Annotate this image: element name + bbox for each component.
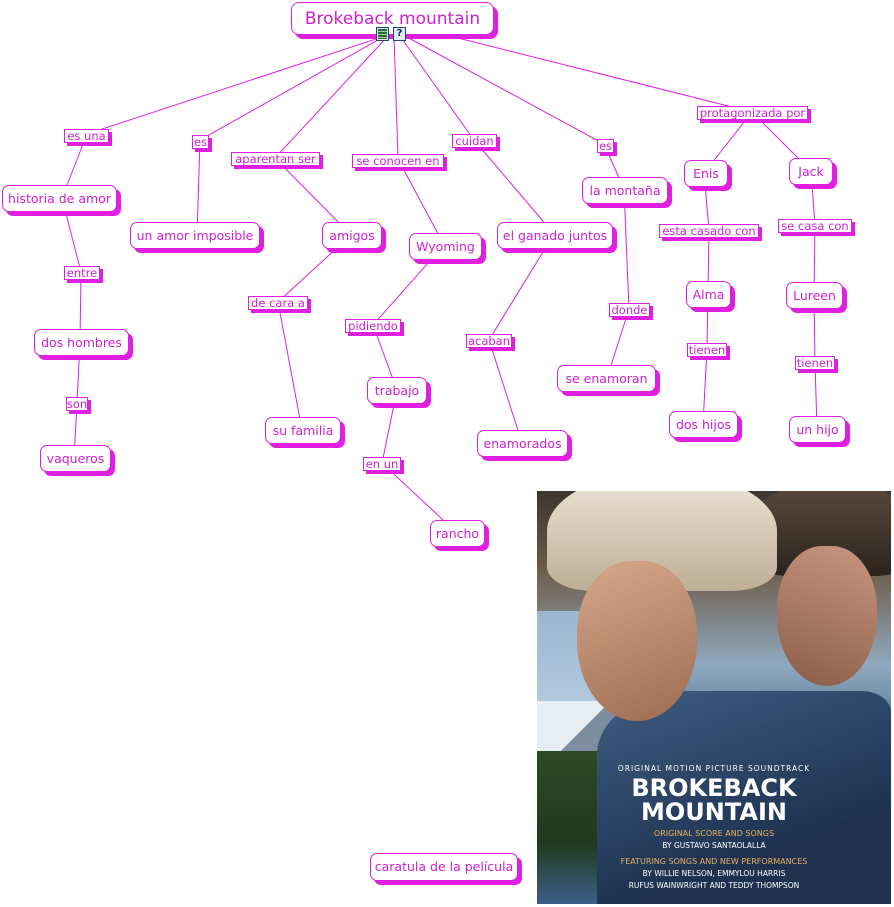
node-caratula[interactable]: caratula de la película <box>370 853 518 881</box>
node-enis[interactable]: Enis <box>684 160 728 187</box>
link-esta-casado-con[interactable]: esta casado con <box>659 224 759 238</box>
link-tienen-2[interactable]: tienen <box>795 356 835 370</box>
link-es-2[interactable]: es <box>597 139 614 153</box>
node-jack[interactable]: Jack <box>789 158 833 185</box>
node-vaqueros[interactable]: vaqueros <box>40 445 111 472</box>
film-icon[interactable] <box>376 27 389 41</box>
node-el-ganado-juntos[interactable]: el ganado juntos <box>497 222 613 249</box>
node-se-enamoran[interactable]: se enamoran <box>557 365 656 392</box>
node-alma[interactable]: Alma <box>686 281 731 308</box>
cover-title: BROKEBACK MOUNTAIN <box>537 776 891 824</box>
cover-title-line1: BROKEBACK <box>537 776 891 800</box>
help-icon[interactable]: ? <box>393 27 406 41</box>
node-su-familia[interactable]: su familia <box>265 417 341 444</box>
link-tienen-1[interactable]: tienen <box>687 343 727 357</box>
node-dos-hombres[interactable]: dos hombres <box>34 329 129 356</box>
node-la-montana[interactable]: la montaña <box>582 177 668 204</box>
movie-cover-image: ORIGINAL MOTION PICTURE SOUNDTRACK BROKE… <box>537 491 891 904</box>
link-es-una[interactable]: es una <box>64 129 109 143</box>
link-protagonizada-por[interactable]: protagonizada por <box>697 106 808 120</box>
node-rancho[interactable]: rancho <box>430 520 485 547</box>
cover-sub1: ORIGINAL SCORE AND SONGS <box>537 829 891 838</box>
link-de-cara-a[interactable]: de cara a <box>248 296 308 310</box>
link-son[interactable]: son <box>66 397 88 411</box>
cover-face-right <box>777 546 877 686</box>
link-entre[interactable]: entre <box>64 266 100 280</box>
link-aparentan-ser[interactable]: aparentan ser <box>231 152 320 166</box>
cover-sub2b: BY WILLIE NELSON, EMMYLOU HARRIS <box>537 869 891 878</box>
link-acaban[interactable]: acaban <box>466 334 512 348</box>
cover-soundtrack-label: ORIGINAL MOTION PICTURE SOUNDTRACK <box>537 764 891 773</box>
link-donde[interactable]: donde <box>609 303 650 317</box>
node-wyoming[interactable]: Wyoming <box>409 233 482 260</box>
link-cuidan[interactable]: cuidan <box>452 134 497 148</box>
node-historia-de-amor[interactable]: historia de amor <box>2 185 117 212</box>
node-un-hijo[interactable]: un hijo <box>789 416 846 443</box>
cover-sub1b: BY GUSTAVO SANTAOLALLA <box>537 841 891 850</box>
cover-sub2: FEATURING SONGS AND NEW PERFORMANCES <box>537 857 891 866</box>
link-en-un[interactable]: en un <box>363 457 401 471</box>
link-pidiendo[interactable]: pidiendo <box>345 319 401 333</box>
node-trabajo[interactable]: trabajo <box>367 377 427 404</box>
node-lureen[interactable]: Lureen <box>786 282 843 309</box>
node-dos-hijos[interactable]: dos hijos <box>669 411 738 438</box>
node-amigos[interactable]: amigos <box>322 222 382 249</box>
node-enamorados[interactable]: enamorados <box>477 430 568 457</box>
link-es-1[interactable]: es <box>192 135 209 149</box>
link-se-conocen-en[interactable]: se conocen en <box>352 154 444 168</box>
link-se-casa-con[interactable]: se casa con <box>778 219 852 233</box>
node-amor-imposible[interactable]: un amor imposible <box>130 222 260 249</box>
cover-sub2c: RUFUS WAINWRIGHT AND TEDDY THOMPSON <box>537 881 891 890</box>
cover-face-left <box>577 561 697 721</box>
cover-title-line2: MOUNTAIN <box>537 800 891 824</box>
